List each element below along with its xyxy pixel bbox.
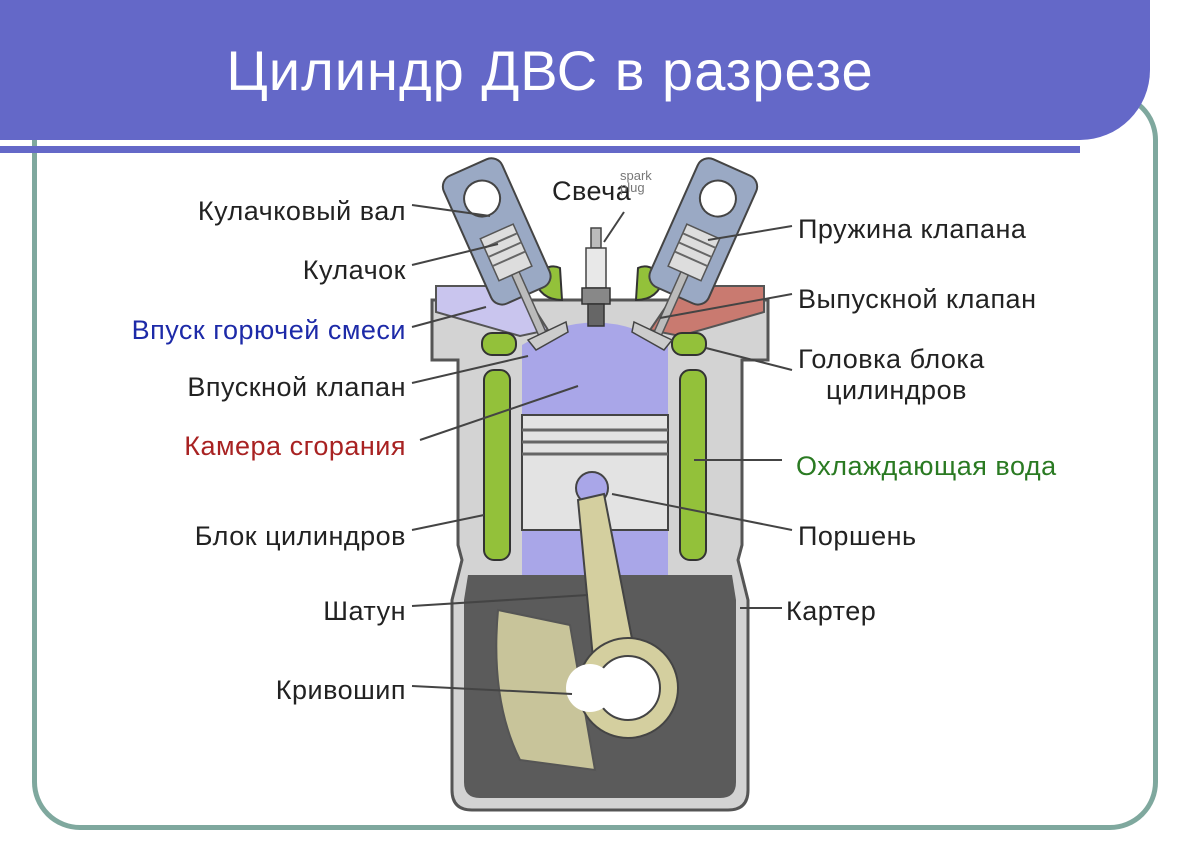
label-crankshaft: Кривошип xyxy=(275,675,406,705)
label-valve-spring: Пружина клапана xyxy=(798,214,1027,244)
crank-main xyxy=(566,664,614,712)
exhaust-cam-assembly xyxy=(648,157,759,341)
label-exhaust-valve: Выпускной клапан xyxy=(798,284,1037,314)
intake-valve-head xyxy=(526,320,569,351)
label-spark-plug-en-2: plug xyxy=(620,180,645,195)
label-spark-plug-en: spark plug xyxy=(620,168,652,195)
label-spark-plug: Свеча xyxy=(552,176,632,206)
crank-web xyxy=(495,608,597,772)
spark-plug-insulator xyxy=(585,247,607,289)
label-intake-mixture: Впуск горючей смеси xyxy=(131,315,406,345)
coolant-jacket-right xyxy=(679,369,707,561)
label-cylinder-head-line1: Головка блока xyxy=(798,344,985,374)
title-banner xyxy=(0,0,1150,140)
exhaust-valve-head xyxy=(631,320,674,351)
spark-plug-terminal xyxy=(590,227,602,249)
label-connecting-rod: Шатун xyxy=(323,596,406,626)
label-coolant: Охлаждающая вода xyxy=(796,451,1057,481)
label-intake-valve: Впускной клапан xyxy=(187,372,406,402)
label-cylinder-head-line2: цилиндров xyxy=(826,375,967,405)
label-camshaft: Кулачковый вал xyxy=(197,196,406,226)
label-cylinder-block: Блок цилиндров xyxy=(194,521,406,551)
label-combustion-chamber: Камера сгорания xyxy=(184,431,406,461)
leader-lines xyxy=(411,204,793,695)
intake-cam-assembly xyxy=(441,157,552,341)
coolant-head-left xyxy=(481,332,517,356)
banner-underline xyxy=(0,146,1080,153)
spark-plug-thread xyxy=(587,303,605,327)
page-title: Цилиндр ДВС в разрезе xyxy=(226,39,874,102)
spark-plug-body xyxy=(581,287,611,305)
combustion-chamber xyxy=(522,322,668,420)
label-piston: Поршень xyxy=(798,521,917,551)
coolant-jacket-left xyxy=(483,369,511,561)
label-crankcase: Картер xyxy=(786,596,877,626)
coolant-head-right xyxy=(671,332,707,356)
label-spark-plug-en-1: spark xyxy=(620,168,652,183)
label-cam: Кулачок xyxy=(302,255,406,285)
